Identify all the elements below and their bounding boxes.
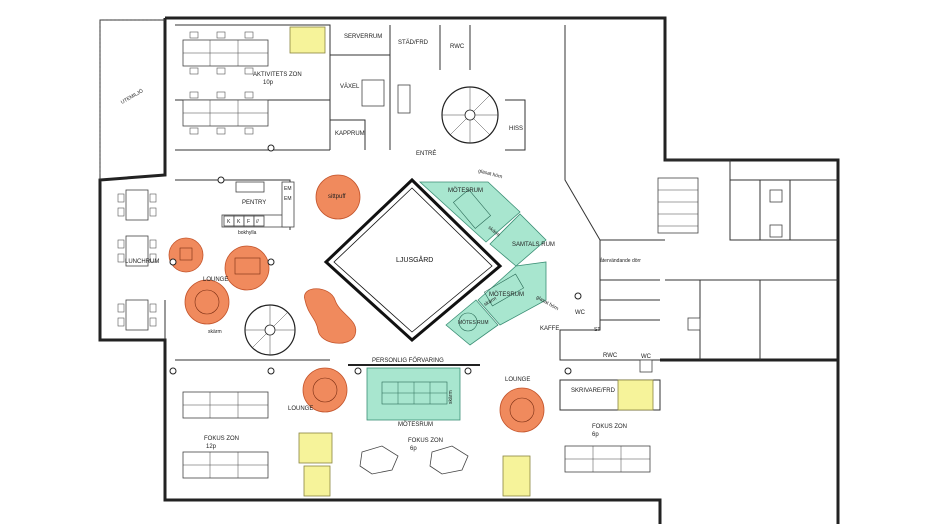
label-pentry: PENTRY: [242, 200, 266, 206]
label-sittpuff: sittpuff: [328, 194, 346, 200]
label-glasat-horn-top: glasat hörn: [477, 168, 503, 180]
storage-cabinet-top: [289, 26, 326, 54]
label-vaxel: VÄXEL: [340, 83, 360, 90]
lightwell: [323, 177, 503, 342]
pentry-appliance-labels: K K F // EM EM: [223, 186, 292, 227]
label-serverrum: SERVERRUM: [344, 34, 382, 40]
reception-counter: [397, 84, 411, 114]
label-lounge-left: LOUNGE: [203, 277, 228, 283]
spiral-stair-entrance: [441, 86, 499, 144]
label-stad-frd: STÄD/FRD: [398, 39, 429, 46]
lounge-zones: [168, 174, 545, 433]
label-motesrum-right: MÖTESRUM: [489, 291, 524, 298]
label-skrivare-frd: SKRIVARE/FRD: [571, 388, 616, 394]
label-skarm-stair: skärm: [208, 329, 222, 335]
label-rwc-top: RWC: [450, 44, 465, 50]
label-fokus-zon-left: FOKUS ZON: [204, 436, 239, 442]
label-samtalsrum: SAMTALS RUM: [512, 242, 555, 248]
label-wc-2: WC: [641, 354, 652, 360]
lunch-tables: [117, 189, 157, 331]
label-kaffe: KAFFE: [540, 326, 559, 332]
structural-columns: [169, 144, 582, 375]
kitchen-key-3: //: [256, 219, 259, 225]
label-utemiljo: UTEMILJÖ: [120, 87, 145, 105]
label-skarm-bottom: skärm: [448, 390, 454, 404]
label-fokus-mid-count: 6p: [410, 446, 417, 452]
label-fokus-zon-right: FOKUS ZON: [592, 424, 627, 430]
label-ljusgard: LJUSGÅRD: [396, 255, 433, 264]
activity-zone-desks: [182, 31, 269, 135]
focus-zone-left-desks: [182, 391, 269, 479]
label-lounge-mid: LOUNGE: [288, 406, 313, 412]
kitchen-key-0: K: [227, 219, 231, 225]
focus-zone-right-desks: [564, 445, 651, 473]
storage-units: [298, 379, 654, 497]
kitchen-key-1: K: [237, 219, 241, 225]
label-fokus-left-count: 12p: [206, 444, 217, 450]
focus-zone-mid-desks: [359, 445, 469, 475]
label-st: ST: [594, 327, 600, 333]
em-key-1: EM: [284, 196, 292, 202]
reception-desk: [361, 79, 385, 107]
label-aktivitets-zon: AKTIVITETS ZON: [253, 72, 302, 78]
label-motesrum-small: MÖTES RUM: [458, 319, 489, 326]
meeting-rooms: [366, 181, 547, 421]
label-kapprum: KAPPRUM: [335, 131, 365, 137]
label-lounge-right: LOUNGE: [505, 377, 530, 383]
label-vandplan: återvändande dörr: [600, 257, 641, 264]
label-lunchrum: LUNCHRUM: [125, 259, 159, 265]
label-bokhylla: bokhylla: [238, 230, 257, 236]
spiral-stair-lounge: [244, 304, 296, 356]
label-wc-1: WC: [575, 310, 586, 316]
label-fokus-zon-mid: FOKUS ZON: [408, 438, 443, 444]
label-motesrum-top: MÖTESRUM: [448, 187, 483, 194]
label-hiss: HISS: [509, 126, 523, 132]
label-entre: ENTRÉ: [416, 150, 436, 157]
label-aktivitets-count: 10p: [263, 80, 274, 86]
right-wing-fixtures: [639, 177, 783, 373]
kitchen-key-2: F: [247, 219, 250, 225]
em-key-0: EM: [284, 186, 292, 192]
label-motesrum-bottom: MÖTESRUM: [398, 421, 433, 428]
label-personlig-forvaring: PERSONLIG FÖRVARING: [372, 357, 444, 364]
label-rwc-bottom: RWC: [603, 353, 618, 359]
label-fokus-right-count: 6p: [592, 432, 599, 438]
